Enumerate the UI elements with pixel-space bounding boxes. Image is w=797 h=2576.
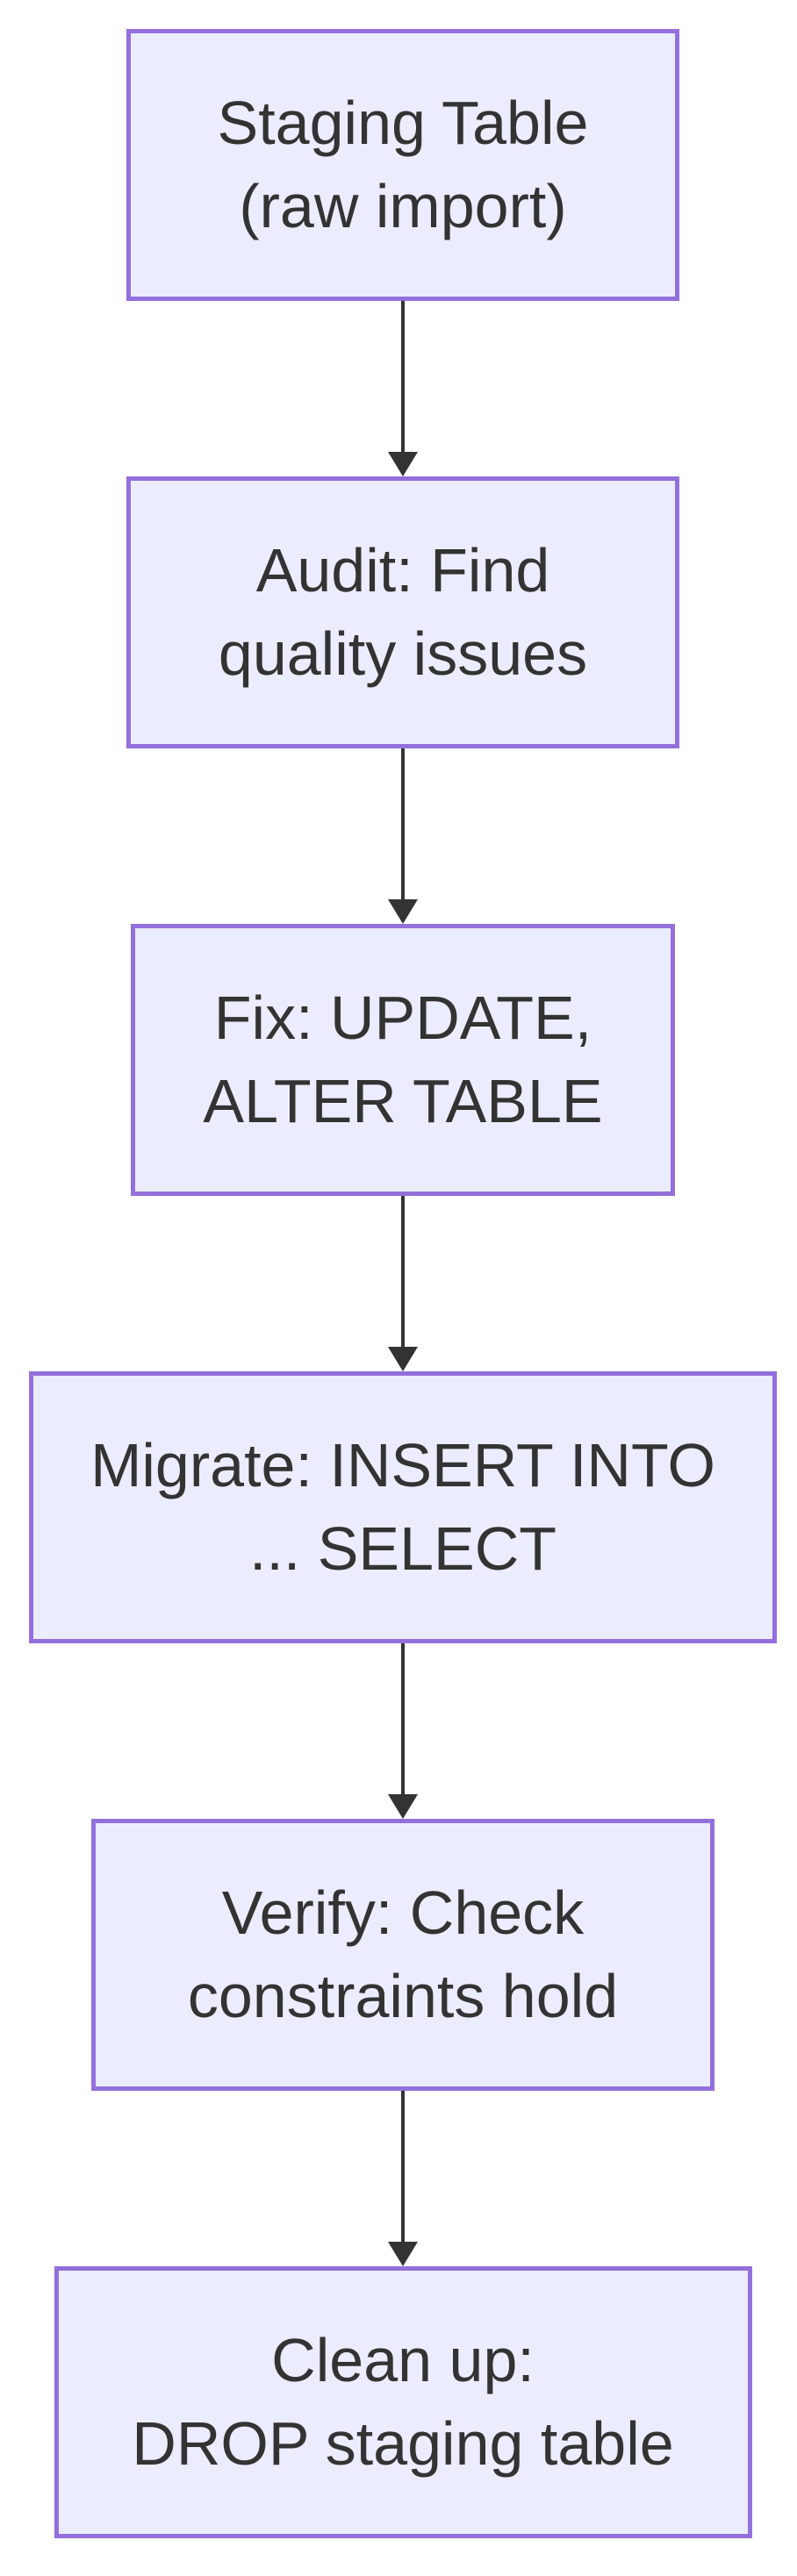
node-label-line: constraints hold [187, 1962, 619, 2030]
arrow-line [401, 1643, 405, 1795]
flow-node-migrate: Migrate: INSERT INTO ... SELECT [29, 1371, 777, 1643]
node-label-line: ALTER TABLE [203, 1067, 603, 1135]
arrow-line [401, 2091, 405, 2243]
flow-node-cleanup: Clean up: DROP staging table [54, 2266, 752, 2538]
arrow-head-icon [388, 1794, 418, 1819]
arrow-line [401, 1196, 405, 1348]
node-label-line: ... SELECT [248, 1514, 557, 1583]
arrow-audit-to-fix [388, 748, 418, 924]
arrow-staging-to-audit [388, 301, 418, 476]
arrow-head-icon [388, 452, 418, 476]
node-label-line: quality issues [218, 619, 588, 688]
node-label-line: Clean up: [271, 2326, 535, 2394]
node-label-line: Migrate: INSERT INTO [90, 1431, 715, 1499]
arrow-head-icon [388, 899, 418, 924]
arrow-head-icon [388, 2242, 418, 2266]
node-label-line: DROP staging table [132, 2409, 674, 2478]
arrow-line [401, 301, 405, 453]
node-label-line: Audit: Find [255, 536, 550, 605]
node-label-line: Fix: UPDATE, [213, 984, 592, 1052]
arrow-head-icon [388, 1347, 418, 1371]
flow-node-verify: Verify: Check constraints hold [91, 1819, 714, 2091]
arrow-line [401, 748, 405, 900]
flow-node-audit: Audit: Find quality issues [126, 476, 679, 748]
node-label-line: Staging Table [217, 89, 589, 157]
flow-node-staging-table: Staging Table (raw import) [126, 29, 679, 301]
flowchart: Staging Table (raw import) Audit: Find q… [4, 0, 797, 2576]
arrow-verify-to-cleanup [388, 2091, 418, 2266]
arrow-fix-to-migrate [388, 1196, 418, 1371]
node-label-line: Verify: Check [221, 1878, 585, 1947]
arrow-migrate-to-verify [388, 1643, 418, 1819]
flow-node-fix: Fix: UPDATE, ALTER TABLE [131, 924, 675, 1196]
node-label-line: (raw import) [239, 172, 567, 240]
